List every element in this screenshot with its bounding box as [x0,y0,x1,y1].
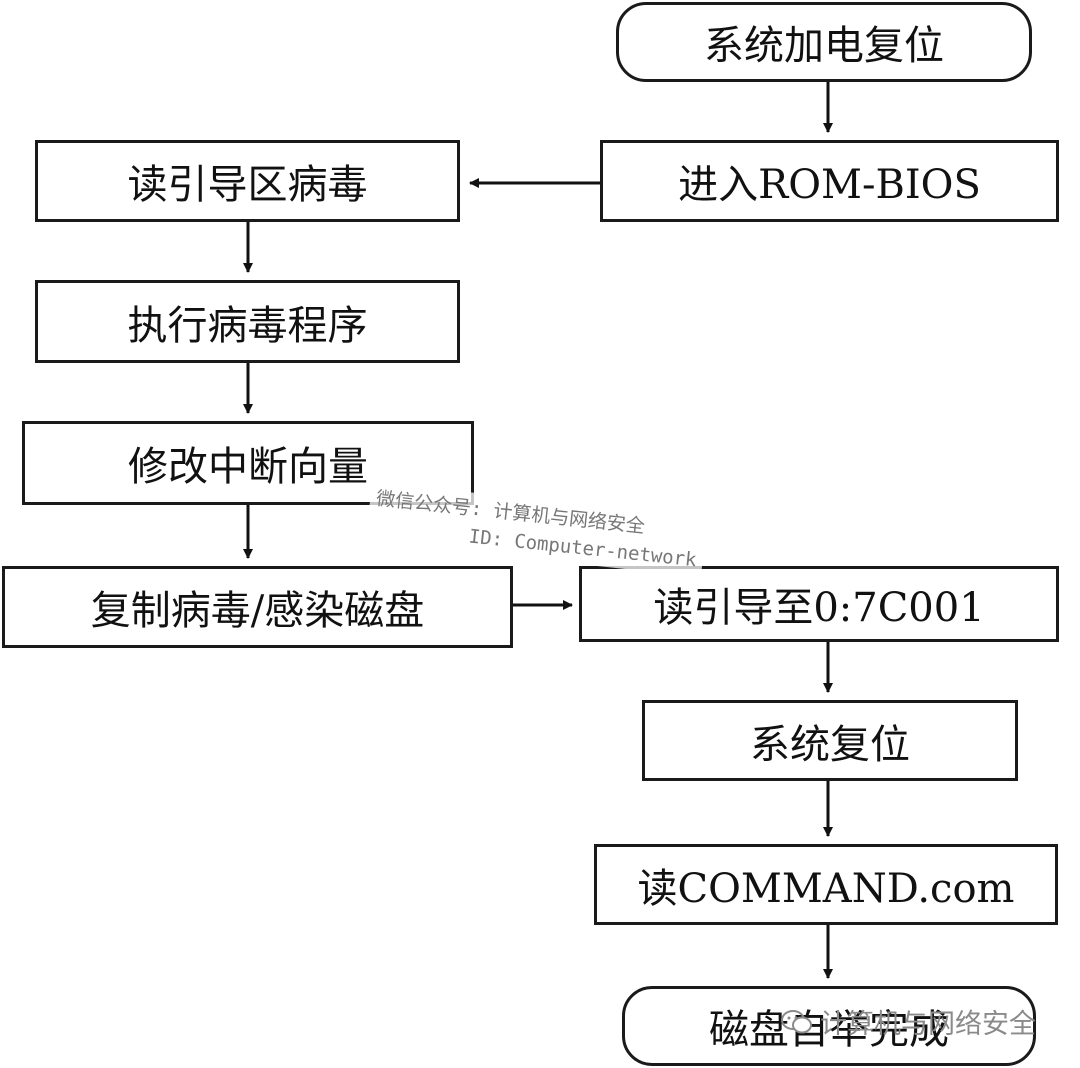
node-read-boot-virus: 读引导区病毒 [35,140,460,222]
node-read-boot-to: 读引导至0:7C001 [579,566,1059,642]
node-disk-boot-done: 磁盘自举完成 [622,986,1036,1066]
footer-watermark-label: 计算机与网络安全 [820,1009,1036,1040]
wechat-icon [781,1009,812,1033]
node-read-command: 读COMMAND.com [594,844,1058,925]
node-copy-infect: 复制病毒/感染磁盘 [2,566,513,648]
node-power-reset: 系统加电复位 [616,2,1032,82]
node-system-reset: 系统复位 [642,700,1018,781]
footer-watermark: 计算机与网络安全 [780,1002,1036,1041]
node-enter-rom-bios: 进入ROM-BIOS [600,140,1059,222]
node-exec-virus: 执行病毒程序 [35,280,460,363]
